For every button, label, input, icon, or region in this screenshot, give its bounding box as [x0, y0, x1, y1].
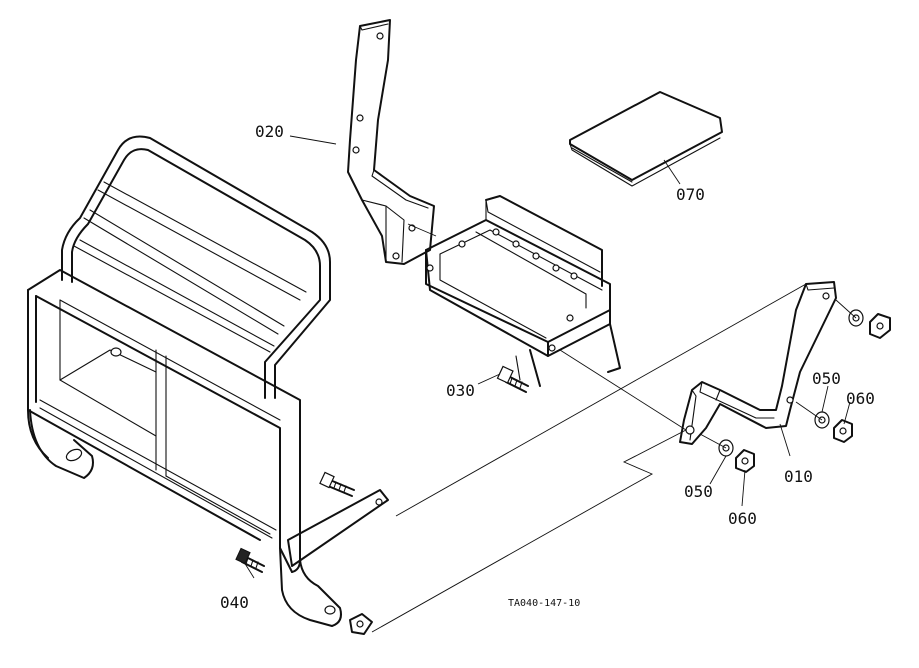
label-060-right: 060: [846, 389, 875, 408]
label-040: 040: [220, 593, 249, 612]
nut-060-bottom: [735, 449, 755, 473]
bolt-upper: [319, 471, 355, 497]
part-labels: 010 020 030 040 050 050 060 060 070 TA04…: [220, 122, 875, 612]
nut-bottom: [349, 613, 373, 635]
front-guard-frame: [27, 135, 389, 627]
drawing-code: TA040-147-10: [508, 598, 580, 609]
label-020: 020: [255, 122, 284, 141]
label-050-bottom: 050: [684, 482, 713, 501]
bracket-010: [679, 281, 837, 445]
label-030: 030: [446, 381, 475, 400]
bracket-020: [289, 19, 435, 265]
label-010: 010: [784, 467, 813, 486]
tray-box: [425, 195, 621, 387]
nut-060-right: [833, 419, 853, 443]
label-060-bottom: 060: [728, 509, 757, 528]
assembly-lines: [243, 223, 857, 633]
bolt-040: [235, 547, 265, 573]
nut-060-right-upper: [869, 313, 891, 339]
pad-070: [569, 91, 723, 187]
bolt-030: [496, 365, 529, 393]
label-070: 070: [676, 185, 705, 204]
label-050-right: 050: [812, 369, 841, 388]
